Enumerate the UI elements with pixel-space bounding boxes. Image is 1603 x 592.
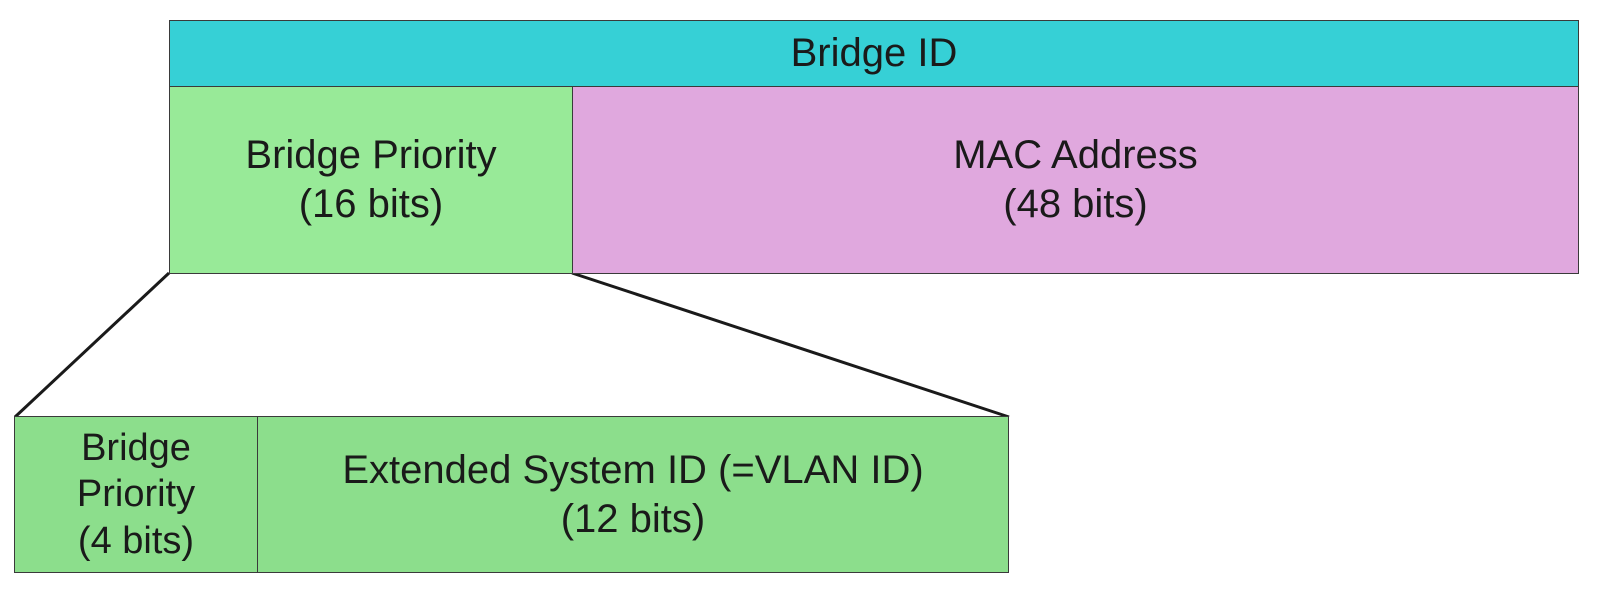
mac-address-label: MAC Address (48 bits) <box>953 131 1198 229</box>
sub-bridge-priority-size: (4 bits) <box>77 519 195 562</box>
mac-address-field: MAC Address (48 bits) <box>572 86 1579 274</box>
bridge-priority-label: Bridge Priority (16 bits) <box>245 131 496 229</box>
sub-bridge-priority-word1: Bridge <box>81 426 191 469</box>
extended-system-id-name: Extended System ID (=VLAN ID) <box>342 447 924 492</box>
extended-system-id-label: Extended System ID (=VLAN ID) (12 bits) <box>342 446 923 544</box>
sub-bridge-priority-field: Bridge Priority (4 bits) <box>14 416 258 573</box>
mac-address-size: (48 bits) <box>1003 182 1148 226</box>
mac-address-name: MAC Address <box>953 133 1198 178</box>
connector-right-line <box>571 271 1010 419</box>
bridge-id-label: Bridge ID <box>790 31 958 76</box>
bridge-priority-size: (16 bits) <box>298 182 444 226</box>
bridge-priority-name: Bridge Priority <box>245 133 497 178</box>
extended-system-id-field: Extended System ID (=VLAN ID) (12 bits) <box>257 416 1009 573</box>
sub-bridge-priority-label: Bridge Priority (4 bits) <box>77 425 195 564</box>
bridge-priority-field: Bridge Priority (16 bits) <box>169 86 573 274</box>
sub-bridge-priority-word2: Priority <box>76 473 196 516</box>
bridge-id-field: Bridge ID <box>169 20 1579 87</box>
connector-left-line <box>13 271 171 419</box>
extended-system-id-size: (12 bits) <box>560 496 706 541</box>
